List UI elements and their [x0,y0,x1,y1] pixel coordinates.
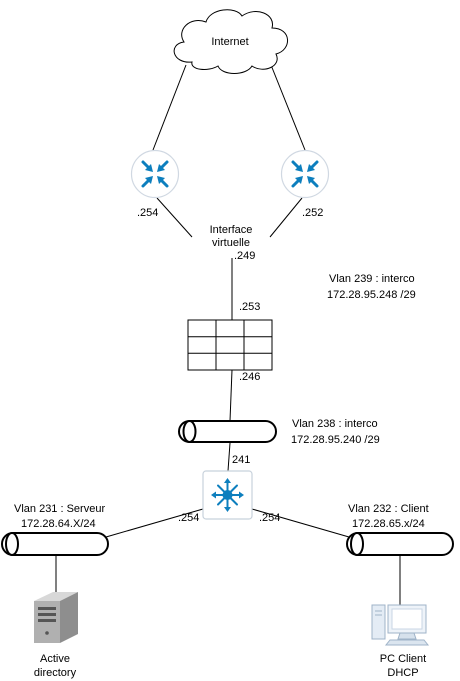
server-label-line2: directory [33,667,77,679]
internet-cloud-icon [173,9,288,74]
router-left-icon [130,149,180,199]
link-firewall-vlan238 [229,369,233,422]
virtual-interface-line1: Interface [209,224,253,236]
router-left-ip: .254 [137,207,159,219]
switch-ip-right: .254 [259,512,281,524]
client-label-line2: DHCP [387,667,419,679]
router-right-ip: .252 [302,207,324,219]
client-label-line1: PC Client [379,653,427,665]
link-router-right-virtual [269,197,303,238]
firewall-icon [187,319,273,371]
vlan239-name: Vlan 239 : interco [329,273,415,285]
vlan231-bus-icon [1,532,109,556]
vlan232-name: Vlan 232 : Client [348,503,429,515]
vlan238-name: Vlan 238 : interco [292,418,378,430]
vlan238-bus-icon [178,420,277,443]
virtual-interface-ip: .249 [234,250,256,262]
server-icon [34,592,78,643]
vlan232-bus-icon [346,532,454,556]
vlan239-subnet: 172.28.95.248 /29 [327,289,416,301]
router-right-icon [280,149,330,199]
link-cloud-router-right [270,64,306,151]
firewall-ip-bottom: .246 [239,371,261,383]
internet-label: Internet [211,36,249,48]
link-vlan238-switch [227,442,231,472]
vlan232-subnet: 172.28.65.x/24 [352,518,425,530]
virtual-interface-line2: virtuelle [212,237,250,249]
link-cloud-router-left [152,64,187,151]
vlan231-subnet: 172.28.64.X/24 [21,518,96,530]
switch-ip-left: .254 [178,512,200,524]
connection-lines [55,64,401,605]
vlan238-subnet: 172.28.95.240 /29 [291,434,380,446]
firewall-ip-top: .253 [239,301,261,313]
link-switch-vlan231 [105,508,204,538]
pc-client-icon [371,604,430,646]
link-router-left-virtual [156,197,193,238]
vlan231-name: Vlan 231 : Serveur [14,503,106,515]
switch-ip-top: 241 [232,454,251,466]
link-switch-vlan232 [251,508,350,538]
core-switch-icon [202,470,253,520]
server-label-line1: Active [40,653,70,665]
